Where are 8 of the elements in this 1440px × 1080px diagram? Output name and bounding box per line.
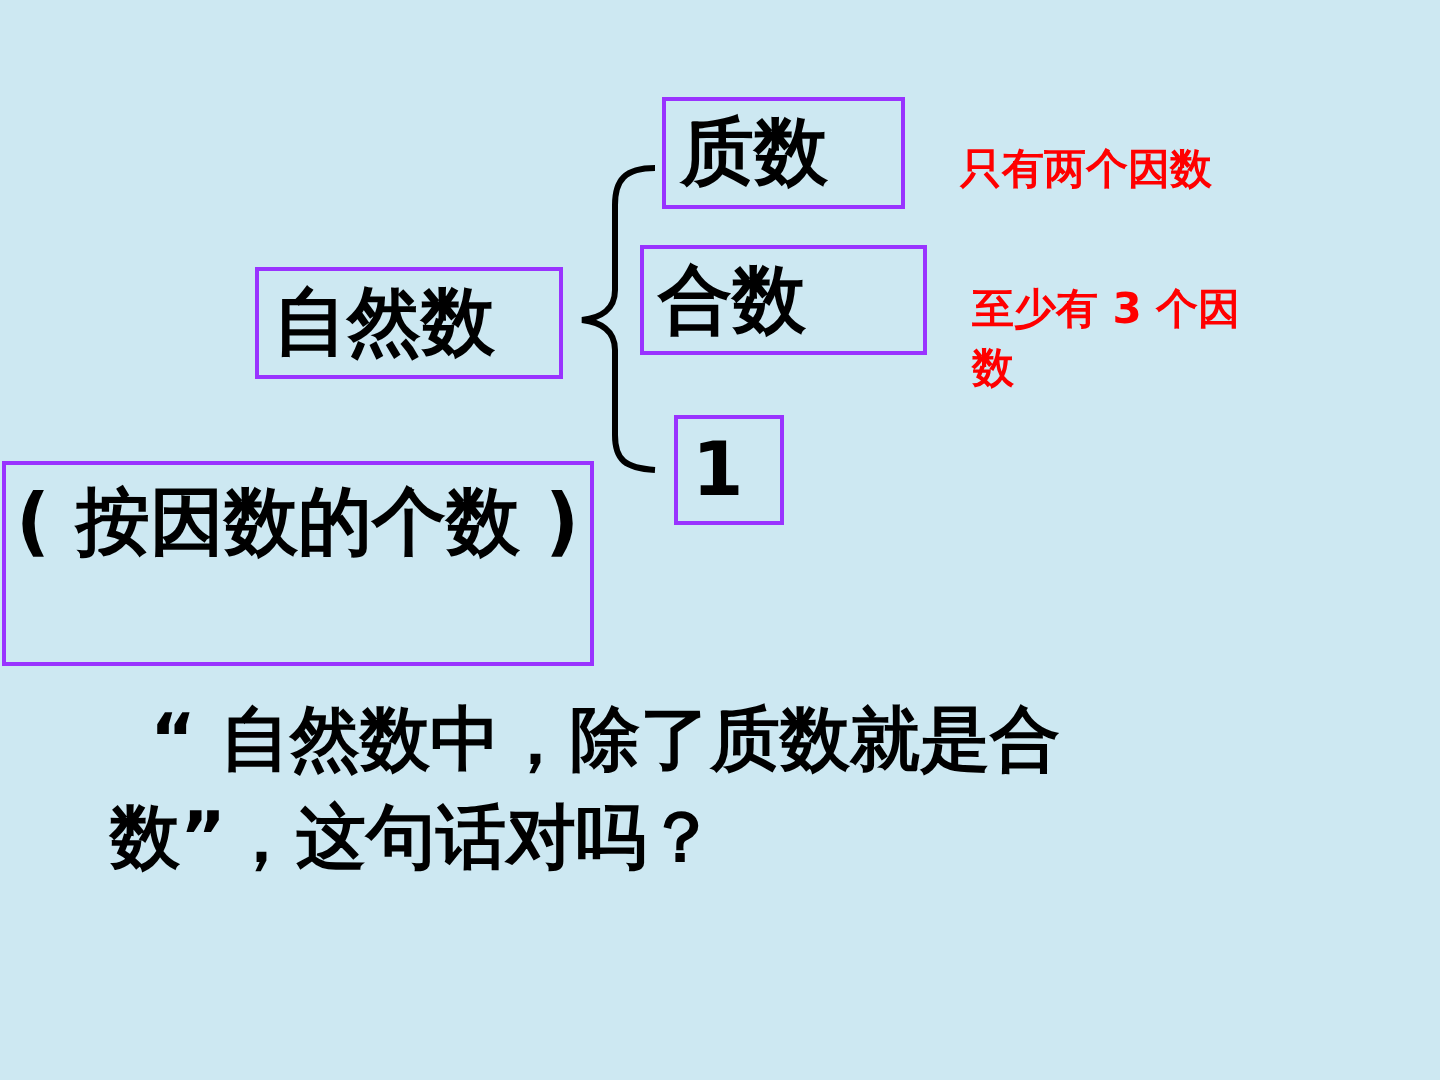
term-box: 自然数 [255,267,563,379]
annotation-text: 只有两个因数 [960,143,1213,195]
term-box: 合数 [640,245,927,355]
note-box: ( 按因数的个数 ) [2,461,594,666]
term-box: 质数 [662,97,905,209]
term-box: 1 [674,415,784,525]
annotation-text: 至少有 3 个因数 [972,283,1242,394]
question-text: “ 自然数中，除了质数就是合数”，这句话对吗？ [110,697,1062,880]
